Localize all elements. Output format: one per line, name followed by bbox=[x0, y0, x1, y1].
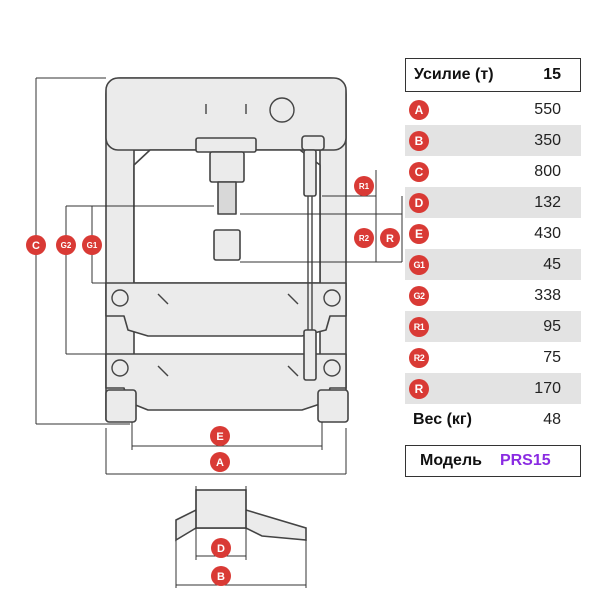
label-g1: G1 bbox=[82, 235, 102, 255]
force-row: Усилие (т) 15 bbox=[405, 58, 581, 92]
label-b: B bbox=[211, 566, 231, 586]
value-b: 350 bbox=[534, 131, 561, 149]
svg-text:B: B bbox=[217, 571, 225, 583]
label-g2: G2 bbox=[56, 235, 76, 255]
row-r2: R2 75 bbox=[405, 342, 581, 373]
label-r2: R2 bbox=[354, 228, 374, 248]
svg-text:R: R bbox=[386, 233, 394, 245]
svg-text:C: C bbox=[32, 240, 40, 252]
head-hole bbox=[269, 97, 295, 123]
model-value: PRS15 bbox=[499, 452, 551, 469]
model-row: Модель PRS15 bbox=[405, 445, 581, 477]
badge-a: A bbox=[409, 99, 429, 120]
badge-d: D bbox=[409, 192, 429, 213]
row-c: C 800 bbox=[405, 156, 581, 187]
upper-bed bbox=[105, 282, 347, 337]
label-d: D bbox=[211, 538, 231, 558]
value-c: 800 bbox=[534, 162, 561, 180]
svg-text:R2: R2 bbox=[359, 234, 370, 243]
svg-text:R1: R1 bbox=[359, 182, 370, 191]
label-r1: R1 bbox=[354, 176, 374, 196]
weight-row: Вес (кг) 48 bbox=[405, 404, 581, 435]
value-a: 550 bbox=[534, 100, 561, 118]
model-label: Модель bbox=[420, 452, 482, 469]
value-g2: 338 bbox=[534, 286, 561, 304]
value-d: 132 bbox=[534, 193, 561, 211]
badge-r: R bbox=[409, 378, 429, 399]
value-r: 170 bbox=[534, 379, 561, 397]
left-foot bbox=[105, 389, 137, 423]
value-e: 430 bbox=[534, 224, 561, 242]
force-value: 15 bbox=[543, 66, 561, 83]
ram bbox=[213, 229, 241, 261]
value-g1: 45 bbox=[543, 255, 561, 273]
value-r1: 95 bbox=[543, 317, 561, 335]
badge-b: B bbox=[409, 130, 429, 151]
svg-text:G2: G2 bbox=[61, 241, 72, 250]
row-g2: G2 338 bbox=[405, 280, 581, 311]
badge-r1: R1 bbox=[409, 316, 429, 337]
value-r2: 75 bbox=[543, 348, 561, 366]
spec-table: Усилие (т) 15 A 550 B 350 C 800 D 132 E 430 G… bbox=[405, 58, 581, 435]
force-label: Усилие (т) bbox=[414, 66, 494, 83]
row-r1: R1 95 bbox=[405, 311, 581, 342]
label-r: R bbox=[380, 228, 400, 248]
badge-r2: R2 bbox=[409, 347, 429, 368]
svg-text:D: D bbox=[217, 543, 225, 555]
pump bbox=[303, 149, 317, 197]
badge-g1: G1 bbox=[409, 254, 429, 275]
label-c: C bbox=[26, 235, 46, 255]
row-b: B 350 bbox=[405, 125, 581, 156]
row-d: D 132 bbox=[405, 187, 581, 218]
weight-value: 48 bbox=[543, 410, 561, 428]
svg-text:A: A bbox=[216, 457, 224, 469]
right-foot bbox=[317, 389, 349, 423]
label-e: E bbox=[210, 426, 230, 446]
lower-bed bbox=[105, 353, 347, 411]
row-g1: G1 45 bbox=[405, 249, 581, 280]
badge-e: E bbox=[409, 223, 429, 244]
badge-g2: G2 bbox=[409, 285, 429, 306]
badge-c: C bbox=[409, 161, 429, 182]
row-a: A 550 bbox=[405, 94, 581, 125]
svg-text:G1: G1 bbox=[87, 241, 98, 250]
row-e: E 430 bbox=[405, 218, 581, 249]
label-a: A bbox=[210, 452, 230, 472]
row-r: R 170 bbox=[405, 373, 581, 404]
svg-text:E: E bbox=[216, 431, 223, 443]
weight-label: Вес (кг) bbox=[413, 410, 472, 428]
